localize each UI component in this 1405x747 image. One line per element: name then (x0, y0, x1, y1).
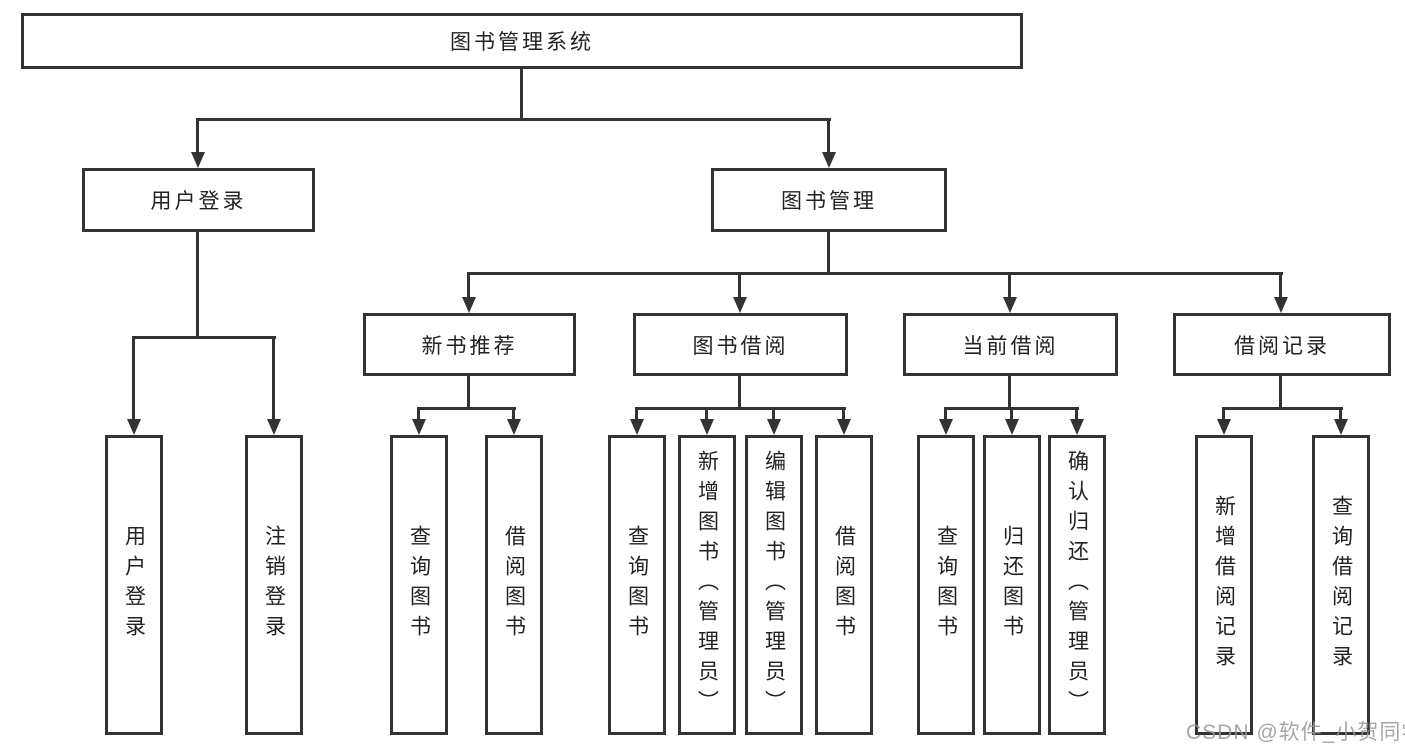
leaf-newbook-query-book-label: 查询图书 (407, 525, 431, 645)
connector-book-borrow-split-line (635, 407, 846, 410)
leaf-borrow-edit-book-admin-label: 编辑图书（管理员） (762, 450, 786, 720)
leaf-borrow-query-book-label: 查询图书 (625, 525, 649, 645)
leaf-newbook-borrow-book-label: 借阅图书 (502, 525, 526, 645)
connector-user-login-split-line (132, 336, 276, 339)
connector-stub-line (772, 407, 775, 420)
leaf-logout-label: 注销登录 (262, 525, 286, 645)
leaf-newbook-query-book: 查询图书 (390, 435, 448, 735)
arrow-down-icon (127, 419, 141, 435)
leaf-borrow-add-book-admin-label: 新增图书（管理员） (695, 450, 719, 720)
connector-stub-line (1075, 407, 1078, 420)
node-root: 图书管理系统 (21, 13, 1023, 69)
arrow-down-icon (767, 419, 781, 435)
leaf-current-return-book: 归还图书 (983, 435, 1041, 735)
connector-book-management-down-line (827, 232, 830, 275)
node-root-label: 图书管理系统 (450, 31, 594, 54)
csdn-watermark: CSDN @软件_小贺同学 (1186, 721, 1405, 744)
leaf-user-login-label: 用户登录 (122, 525, 146, 645)
leaf-current-query-book: 查询图书 (917, 435, 975, 735)
arrow-down-icon (939, 419, 953, 435)
leaf-current-confirm-return-admin-label: 确认归还（管理员） (1065, 450, 1089, 720)
arrow-down-icon (700, 419, 714, 435)
connector-drop-leaf-user-login-line (132, 336, 135, 420)
leaf-logout: 注销登录 (245, 435, 303, 735)
leaf-current-query-book-label: 查询图书 (934, 525, 958, 645)
connector-stub-line (1010, 407, 1013, 420)
node-current-borrow: 当前借阅 (903, 313, 1118, 376)
arrow-down-icon (1217, 419, 1231, 435)
connector-stub-line (705, 407, 708, 420)
connector-stub-line (944, 407, 947, 420)
connector-drop-book-borrow-line (738, 272, 741, 298)
node-borrow-record: 借阅记录 (1173, 313, 1391, 376)
arrow-down-icon (462, 297, 476, 313)
arrow-down-icon (1274, 297, 1288, 313)
node-new-book-recommend: 新书推荐 (363, 313, 576, 376)
arrow-down-icon (1070, 419, 1084, 435)
connector-borrow-record-split-line (1222, 407, 1343, 410)
arrow-down-icon (191, 152, 205, 168)
connector-new-book-down-line (467, 376, 470, 410)
leaf-borrow-edit-book-admin: 编辑图书（管理员） (745, 435, 803, 735)
connector-book-borrow-down-line (738, 376, 741, 410)
connector-stub-line (1222, 407, 1225, 420)
connector-drop-current-borrow-line (1008, 272, 1011, 298)
node-user-login: 用户登录 (82, 168, 315, 232)
connector-stub-line (842, 407, 845, 420)
arrow-down-icon (630, 419, 644, 435)
connector-drop-leaf-logout-line (272, 336, 275, 420)
leaf-borrow-query-book: 查询图书 (608, 435, 666, 735)
node-new-book-recommend-label: 新书推荐 (421, 334, 518, 358)
leaf-record-query-record-label: 查询借阅记录 (1329, 495, 1353, 675)
leaf-newbook-borrow-book: 借阅图书 (485, 435, 543, 735)
connector-root-down-line (520, 69, 523, 121)
connector-new-book-split-line (417, 407, 516, 410)
connector-stub-line (512, 407, 515, 420)
node-user-login-label: 用户登录 (150, 190, 247, 213)
node-book-management-label: 图书管理 (781, 190, 877, 213)
arrow-down-icon (412, 419, 426, 435)
leaf-current-confirm-return-admin: 确认归还（管理员） (1048, 435, 1106, 735)
arrow-down-icon (733, 297, 747, 313)
leaf-record-query-record: 查询借阅记录 (1312, 435, 1370, 735)
leaf-current-return-book-label: 归还图书 (1000, 525, 1024, 645)
connector-root-split-line (196, 118, 831, 121)
leaf-borrow-borrow-book: 借阅图书 (815, 435, 873, 735)
leaf-record-add-record: 新增借阅记录 (1195, 435, 1253, 735)
leaf-record-add-record-label: 新增借阅记录 (1212, 495, 1236, 675)
arrow-down-icon (1005, 419, 1019, 435)
leaf-borrow-add-book-admin: 新增图书（管理员） (678, 435, 736, 735)
arrow-down-icon (837, 419, 851, 435)
connector-stub-line (1339, 407, 1342, 420)
connector-borrow-record-down-line (1279, 376, 1282, 410)
arrow-down-icon (822, 152, 836, 168)
arrow-down-icon (1003, 297, 1017, 313)
leaf-borrow-borrow-book-label: 借阅图书 (832, 525, 856, 645)
node-borrow-record-label: 借阅记录 (1234, 334, 1330, 358)
leaf-user-login: 用户登录 (105, 435, 163, 735)
connector-stub-line (635, 407, 638, 420)
connector-drop-user-login-line (196, 118, 199, 153)
arrow-down-icon (507, 419, 521, 435)
connector-drop-new-book-line (467, 272, 470, 298)
node-book-management: 图书管理 (711, 168, 947, 232)
connector-book-management-split-line (467, 272, 1283, 275)
node-current-borrow-label: 当前借阅 (962, 334, 1059, 358)
connector-stub-line (417, 407, 420, 420)
connector-user-login-down-line (196, 232, 199, 339)
connector-drop-book-management-line (827, 118, 830, 153)
arrow-down-icon (267, 419, 281, 435)
connector-drop-borrow-record-line (1279, 272, 1282, 298)
node-book-borrow-label: 图书借阅 (692, 334, 789, 358)
arrow-down-icon (1334, 419, 1348, 435)
connector-current-borrow-down-line (1008, 376, 1011, 410)
node-book-borrow: 图书借阅 (633, 313, 848, 376)
